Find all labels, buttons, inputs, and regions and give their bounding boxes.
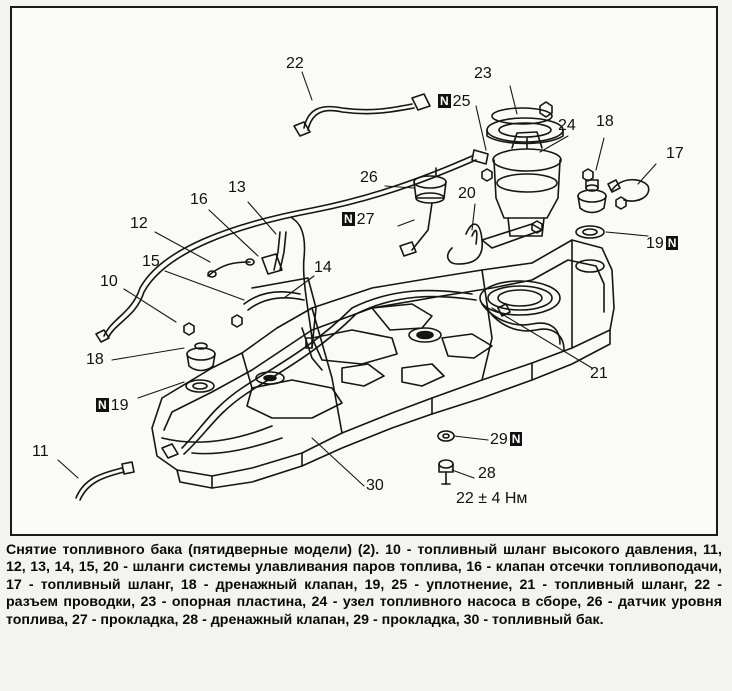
wiring-connector	[293, 93, 431, 137]
callout-22: 22	[286, 55, 304, 72]
n-marker: N	[438, 94, 451, 108]
vapor-hose-14	[251, 277, 317, 349]
drain-valve-right	[577, 179, 607, 214]
callout-10: 10	[100, 273, 118, 290]
callout-18-left: 18	[86, 351, 104, 368]
callout-20: 20	[458, 185, 476, 202]
n-marker: N	[509, 432, 523, 446]
vapor-hose-20	[446, 223, 483, 265]
tank-pipes	[181, 289, 473, 449]
drain-plug	[438, 459, 454, 485]
sender-opening	[408, 327, 442, 343]
high-pressure-hose	[95, 149, 489, 343]
leader-lines	[57, 71, 657, 487]
fuel-tank-exploded-view	[57, 71, 657, 501]
vapor-hose-12	[207, 261, 251, 277]
callout-24: 24	[558, 117, 576, 134]
pump-opening	[479, 280, 561, 316]
callout-23: 23	[474, 65, 492, 82]
seal-right	[575, 225, 605, 239]
callout-12: 12	[130, 215, 148, 232]
n-marker: N	[665, 236, 679, 250]
callout-13: 13	[228, 179, 246, 196]
callout-28: 28	[478, 465, 496, 482]
vapor-hose-13	[273, 231, 281, 271]
drain-valve-left	[186, 342, 216, 372]
torque-spec: 22 ± 4 Нм	[456, 490, 528, 507]
mounting-nuts	[183, 101, 627, 336]
callout-21: 21	[590, 365, 608, 382]
figure-caption: Снятие топливного бака (пятидверные моде…	[6, 542, 722, 628]
callout-30: 30	[366, 477, 384, 494]
fuel-pump-assembly	[481, 131, 562, 249]
callout-14: 14	[314, 259, 332, 276]
callout-26: 26	[360, 169, 378, 186]
n-marker: N	[96, 398, 109, 412]
callout-18-right: 18	[596, 113, 614, 130]
callout-11: 11	[32, 443, 49, 460]
fuel-level-sender	[399, 167, 447, 257]
callout-17: 17	[666, 145, 684, 162]
support-plate	[486, 117, 564, 145]
cutoff-valve	[261, 253, 283, 275]
callout-16: 16	[190, 191, 208, 208]
fuel-hose-17	[611, 178, 650, 202]
vapor-hose-11	[75, 461, 135, 501]
callout-15: 15	[142, 253, 160, 270]
vapor-hose-15	[243, 290, 305, 311]
seal-left	[185, 379, 215, 393]
fuel-tank-outline	[151, 239, 615, 489]
drain-gasket	[437, 430, 455, 442]
n-marker: N	[342, 212, 355, 226]
